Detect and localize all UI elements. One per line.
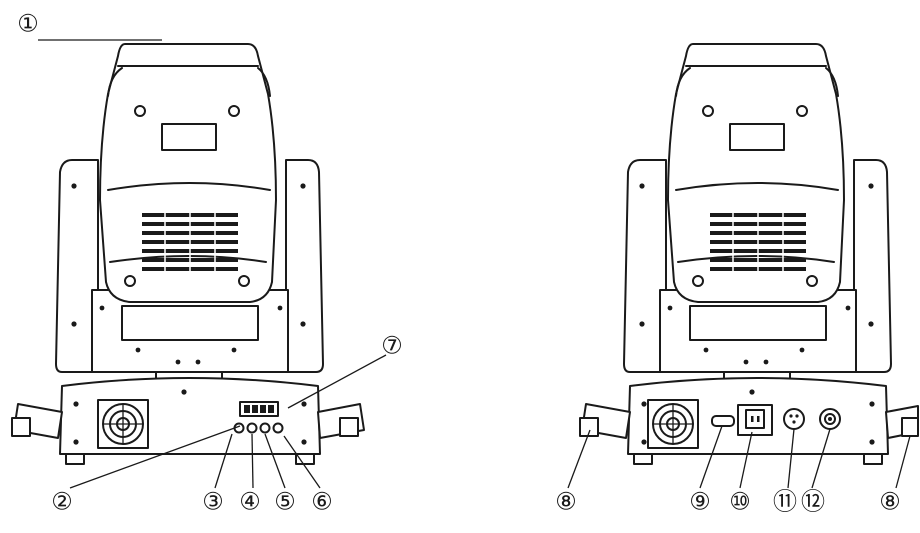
callout-8-left: ⑧	[555, 489, 577, 516]
yoke-left-arm	[55, 159, 99, 373]
callout-4: ④	[239, 489, 261, 516]
callout-5: ⑤	[274, 489, 296, 516]
callout-6: ⑥	[311, 489, 333, 516]
fixture-front-view	[11, 43, 365, 465]
callout-9: ⑨	[689, 489, 711, 516]
up-button[interactable]	[246, 422, 258, 434]
yoke-right-arm-rear	[853, 159, 892, 373]
power-connector[interactable]	[737, 404, 773, 436]
fuse-holder[interactable]	[711, 415, 735, 427]
fixture-rear-view	[579, 43, 919, 465]
down-button[interactable]	[259, 422, 271, 434]
base-housing	[59, 377, 321, 455]
enter-button[interactable]	[272, 422, 284, 434]
vent-grille-rear	[710, 212, 806, 272]
callout-7: ⑦	[381, 333, 403, 360]
led-display	[239, 401, 279, 417]
callout-2: ②	[51, 489, 73, 516]
callout-12: ⑫	[801, 489, 825, 516]
callout-1: ①	[17, 11, 39, 38]
callout-labels: ① ② ③ ④ ⑤ ⑥ ⑦ ⑧ ⑨ ⑩ ⑪ ⑫ ⑧	[17, 11, 901, 516]
cooling-fan	[97, 399, 149, 449]
leader-lines	[38, 39, 911, 489]
moving-head	[99, 43, 277, 303]
callout-11: ⑪	[773, 489, 797, 516]
yoke-right-arm	[285, 159, 324, 373]
vent-grille	[142, 212, 238, 272]
yoke-left-arm-rear	[623, 159, 667, 373]
callout-8-right: ⑧	[879, 489, 901, 516]
callout-10: ⑩	[729, 489, 751, 516]
moving-head-rear	[667, 43, 845, 303]
callout-3: ③	[202, 489, 224, 516]
cooling-fan-rear	[647, 399, 699, 449]
